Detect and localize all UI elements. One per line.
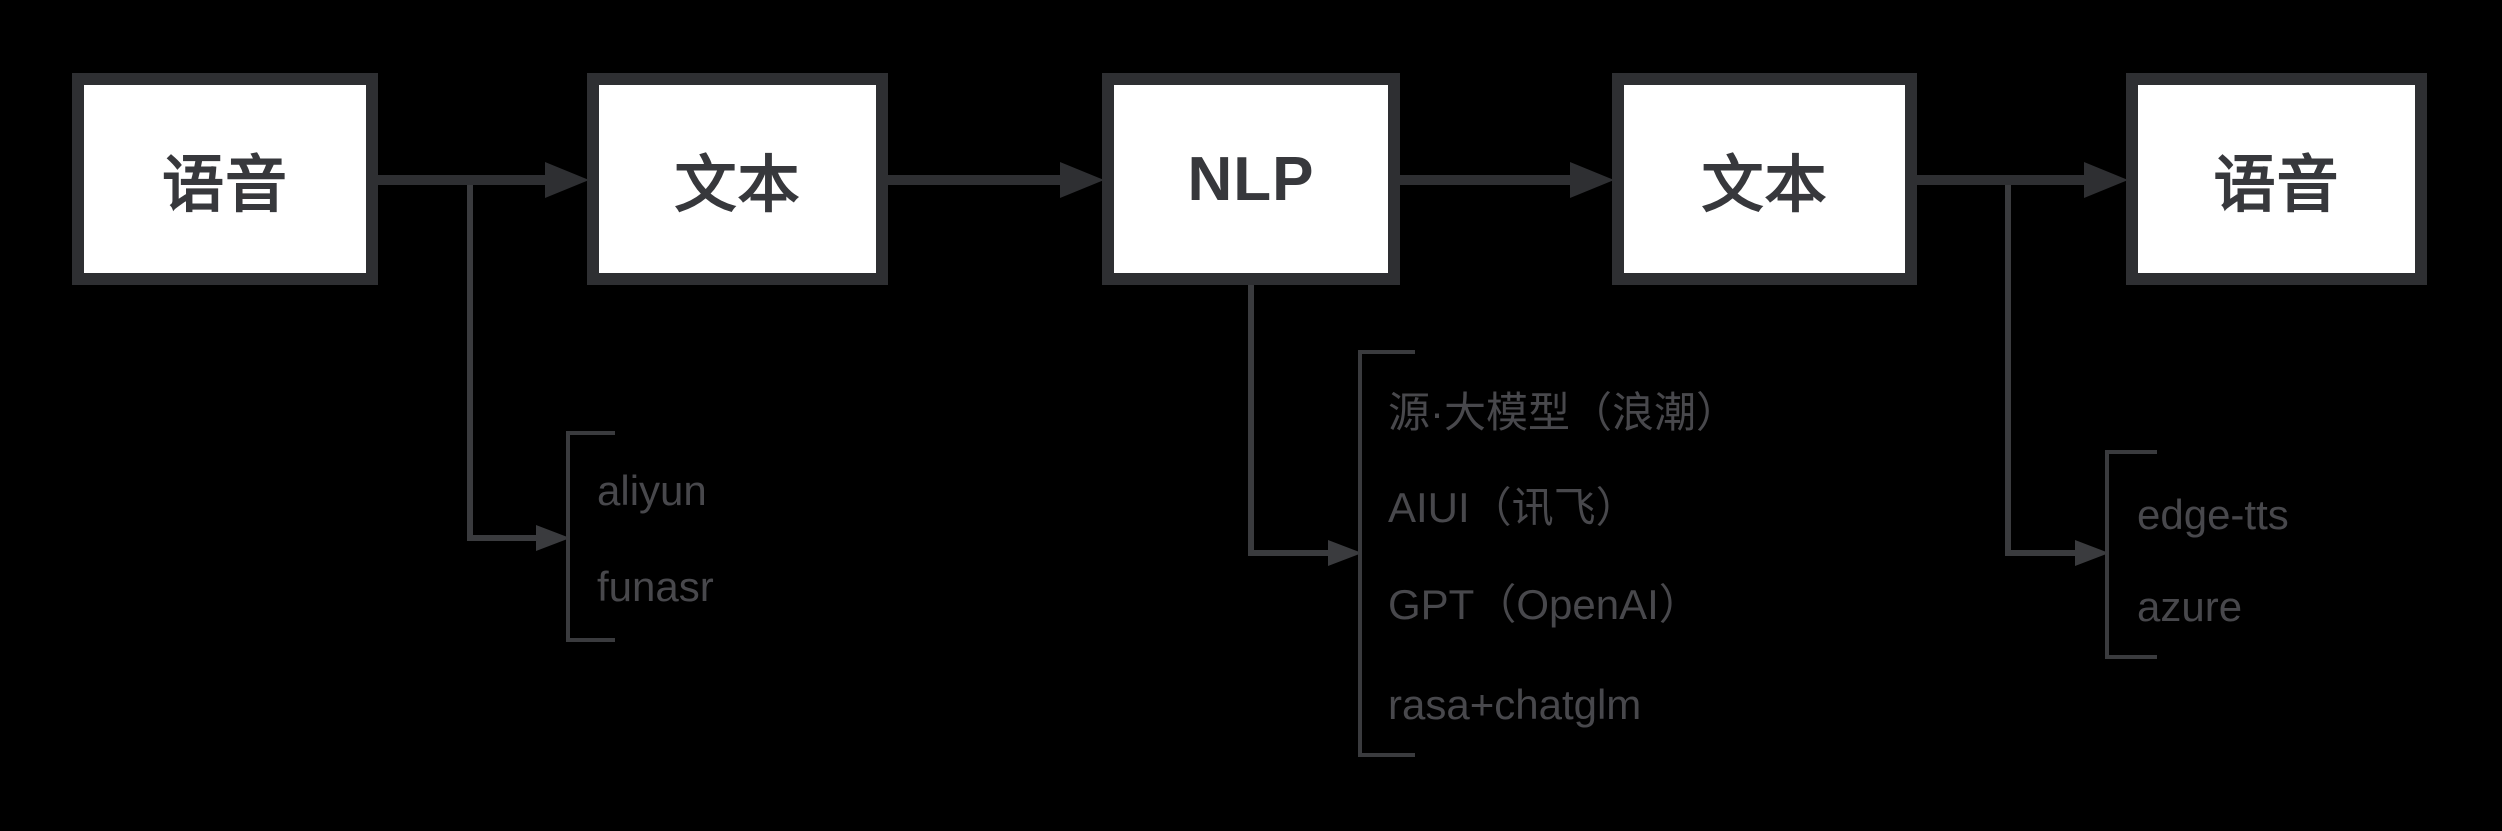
bracket-nlp <box>1358 350 1415 757</box>
asr-option-1: funasr <box>597 563 714 610</box>
box-text-response: 文本 <box>1612 73 1917 285</box>
box-speech-output: 语音 <box>2126 73 2427 285</box>
bracket-tts <box>2105 450 2157 659</box>
arrow-speech-to-text <box>378 162 589 198</box>
nlp-option-1: AIUI（讯飞） <box>1388 484 1638 531</box>
arrow-nlp-to-text <box>1400 162 1614 198</box>
tts-option-0: edge-tts <box>2137 491 2289 538</box>
asr-option-0: aliyun <box>597 467 707 514</box>
box-text-asr-result: 文本 <box>587 73 888 285</box>
branch-arrow-tts <box>2005 185 2109 566</box>
nlp-option-0: 源·大模型（浪潮） <box>1388 389 1738 436</box>
arrow-text-to-nlp <box>888 162 1104 198</box>
tts-option-1: azure <box>2137 583 2243 630</box>
nlp-option-2: GPT（OpenAI） <box>1388 581 1701 628</box>
box-speech-input: 语音 <box>72 73 378 285</box>
nlp-option-3: rasa+chatglm <box>1388 681 1642 728</box>
arrow-text-to-speech <box>1917 162 2128 198</box>
bracket-asr <box>566 431 615 642</box>
branch-arrow-asr <box>467 185 570 551</box>
branch-arrow-nlp <box>1248 285 1362 566</box>
box-nlp: NLP <box>1102 73 1400 285</box>
